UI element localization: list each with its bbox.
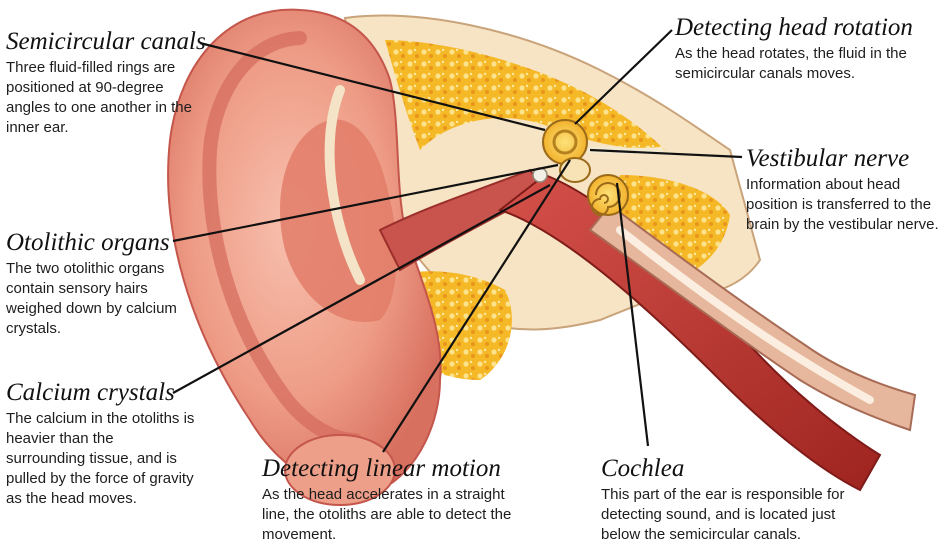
otolithic-organs-text: The two otolithic organs contain sensory… bbox=[6, 259, 196, 339]
semicircular-canals-text: Three fluid-filled rings are positioned … bbox=[6, 58, 196, 138]
semicircular-canals bbox=[543, 120, 587, 164]
calcium-crystals-text: The calcium in the otoliths is heavier t… bbox=[6, 409, 196, 509]
label-calcium-crystals: Calcium crystals The calcium in the otol… bbox=[6, 379, 196, 509]
detecting-head-rotation-title: Detecting head rotation bbox=[675, 14, 937, 41]
label-cochlea: Cochlea This part of the ear is responsi… bbox=[601, 455, 861, 545]
cochlea-text: This part of the ear is responsible for … bbox=[601, 485, 861, 545]
label-otolithic-organs: Otolithic organs The two otolithic organ… bbox=[6, 229, 196, 339]
label-vestibular-nerve: Vestibular nerve Information about head … bbox=[746, 145, 941, 235]
label-semicircular-canals: Semicircular canals Three fluid-filled r… bbox=[6, 28, 196, 138]
vestibular-nerve-text: Information about head position is trans… bbox=[746, 175, 941, 235]
detecting-head-rotation-text: As the head rotates, the fluid in the se… bbox=[675, 44, 937, 84]
calcium-crystals-title: Calcium crystals bbox=[6, 379, 196, 406]
semicircular-canals-title: Semicircular canals bbox=[6, 28, 196, 55]
detecting-linear-motion-title: Detecting linear motion bbox=[262, 455, 514, 482]
label-detecting-linear-motion: Detecting linear motion As the head acce… bbox=[262, 455, 514, 545]
otolithic-organs-title: Otolithic organs bbox=[6, 229, 196, 256]
cochlea-title: Cochlea bbox=[601, 455, 861, 482]
label-detecting-head-rotation: Detecting head rotation As the head rota… bbox=[675, 14, 937, 84]
detecting-linear-motion-text: As the head accelerates in a straight li… bbox=[262, 485, 514, 545]
vestibular-nerve-title: Vestibular nerve bbox=[746, 145, 941, 172]
